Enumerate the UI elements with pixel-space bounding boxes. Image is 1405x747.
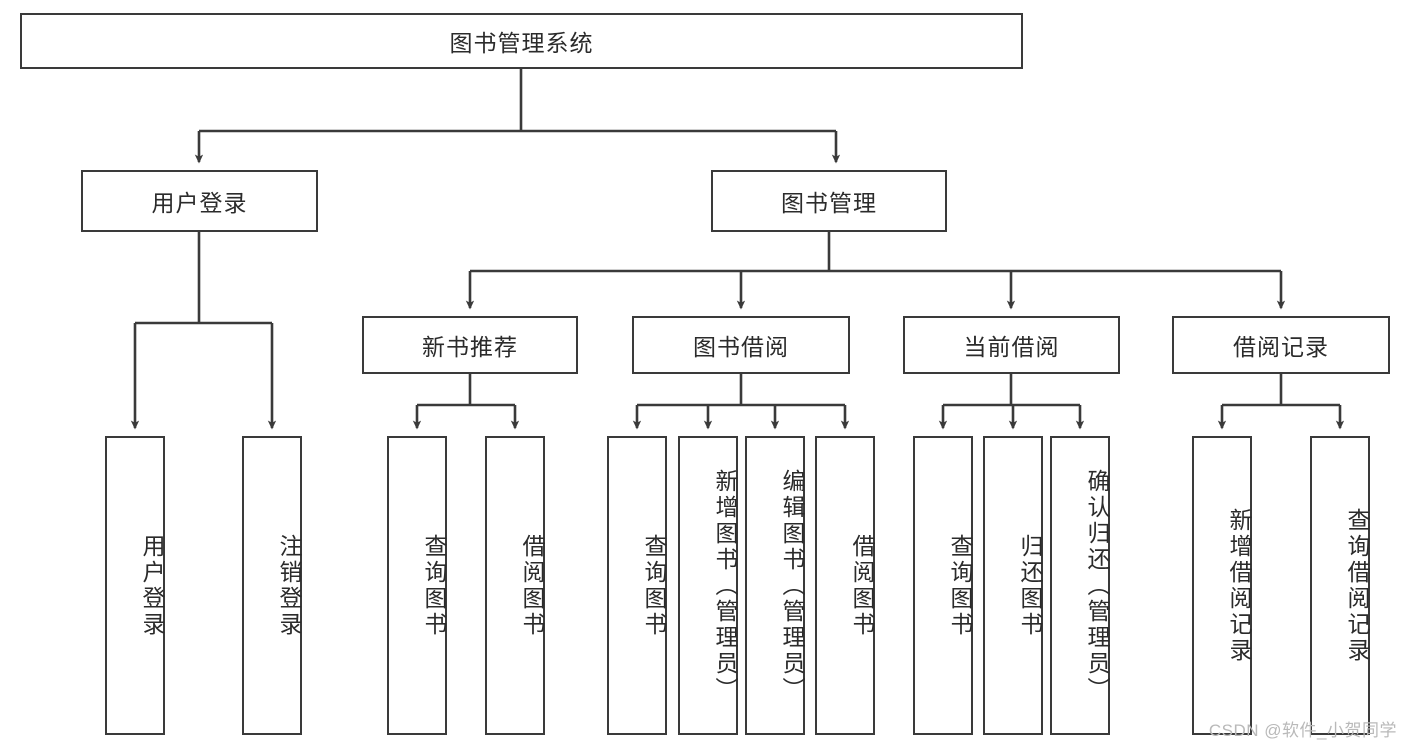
- node-leaf-borrow-book-1-label: 借阅图书: [519, 533, 545, 638]
- node-leaf-query-record-label: 查询借阅记录: [1344, 507, 1370, 664]
- node-leaf-query-book-1-label: 查询图书: [421, 533, 447, 638]
- edges-user-login-to-leaves: [130, 232, 277, 430]
- node-leaf-query-book-3-label: 查询图书: [947, 533, 973, 638]
- node-leaf-user-login-label: 用户登录: [139, 533, 165, 638]
- edges-book-manage-to-level3: [465, 232, 1286, 310]
- edges-borrow-record-to-leaves: [1217, 374, 1345, 430]
- node-leaf-return-book[interactable]: 归还图书: [983, 436, 1043, 735]
- node-leaf-query-book-2[interactable]: 查询图书: [607, 436, 667, 735]
- node-leaf-query-book-1[interactable]: 查询图书: [387, 436, 447, 735]
- node-borrow-record[interactable]: 借阅记录: [1172, 316, 1390, 374]
- node-current-borrow-label: 当前借阅: [963, 334, 1060, 360]
- node-leaf-borrow-book-2[interactable]: 借阅图书: [815, 436, 875, 735]
- edges-root-to-level2: [194, 69, 841, 164]
- node-book-manage[interactable]: 图书管理: [711, 170, 947, 232]
- node-leaf-query-record[interactable]: 查询借阅记录: [1310, 436, 1370, 735]
- node-leaf-add-record-label: 新增借阅记录: [1226, 507, 1252, 664]
- node-leaf-add-book[interactable]: 新增图书（管理员）: [678, 436, 738, 735]
- node-book-borrow[interactable]: 图书借阅: [632, 316, 850, 374]
- node-current-borrow[interactable]: 当前借阅: [903, 316, 1120, 374]
- node-leaf-borrow-book-1[interactable]: 借阅图书: [485, 436, 545, 735]
- node-book-manage-label: 图书管理: [781, 190, 877, 216]
- node-new-book-recommend[interactable]: 新书推荐: [362, 316, 578, 374]
- edges-current-borrow-to-leaves: [938, 374, 1085, 430]
- node-leaf-confirm-return[interactable]: 确认归还（管理员）: [1050, 436, 1110, 735]
- node-user-login[interactable]: 用户登录: [81, 170, 318, 232]
- node-leaf-edit-book[interactable]: 编辑图书（管理员）: [745, 436, 805, 735]
- node-leaf-user-logout[interactable]: 注销登录: [242, 436, 302, 735]
- edges-new-book-recommend-to-leaves: [412, 374, 520, 430]
- node-user-login-label: 用户登录: [151, 190, 248, 216]
- node-leaf-query-book-3[interactable]: 查询图书: [913, 436, 973, 735]
- node-borrow-record-label: 借阅记录: [1233, 334, 1329, 360]
- node-leaf-add-book-label: 新增图书（管理员）: [712, 468, 738, 703]
- node-leaf-query-book-2-label: 查询图书: [641, 533, 667, 638]
- node-leaf-edit-book-label: 编辑图书（管理员）: [779, 468, 805, 703]
- node-root-label: 图书管理系统: [449, 30, 594, 56]
- node-leaf-add-record[interactable]: 新增借阅记录: [1192, 436, 1252, 735]
- node-new-book-recommend-label: 新书推荐: [422, 334, 518, 360]
- node-book-borrow-label: 图书借阅: [693, 334, 789, 360]
- node-leaf-confirm-return-label: 确认归还（管理员）: [1084, 468, 1110, 703]
- node-leaf-return-book-label: 归还图书: [1017, 533, 1043, 638]
- edges-book-borrow-to-leaves: [632, 374, 850, 430]
- node-leaf-borrow-book-2-label: 借阅图书: [849, 533, 875, 638]
- node-leaf-user-logout-label: 注销登录: [276, 533, 302, 638]
- node-root[interactable]: 图书管理系统: [20, 13, 1023, 69]
- node-leaf-user-login[interactable]: 用户登录: [105, 436, 165, 735]
